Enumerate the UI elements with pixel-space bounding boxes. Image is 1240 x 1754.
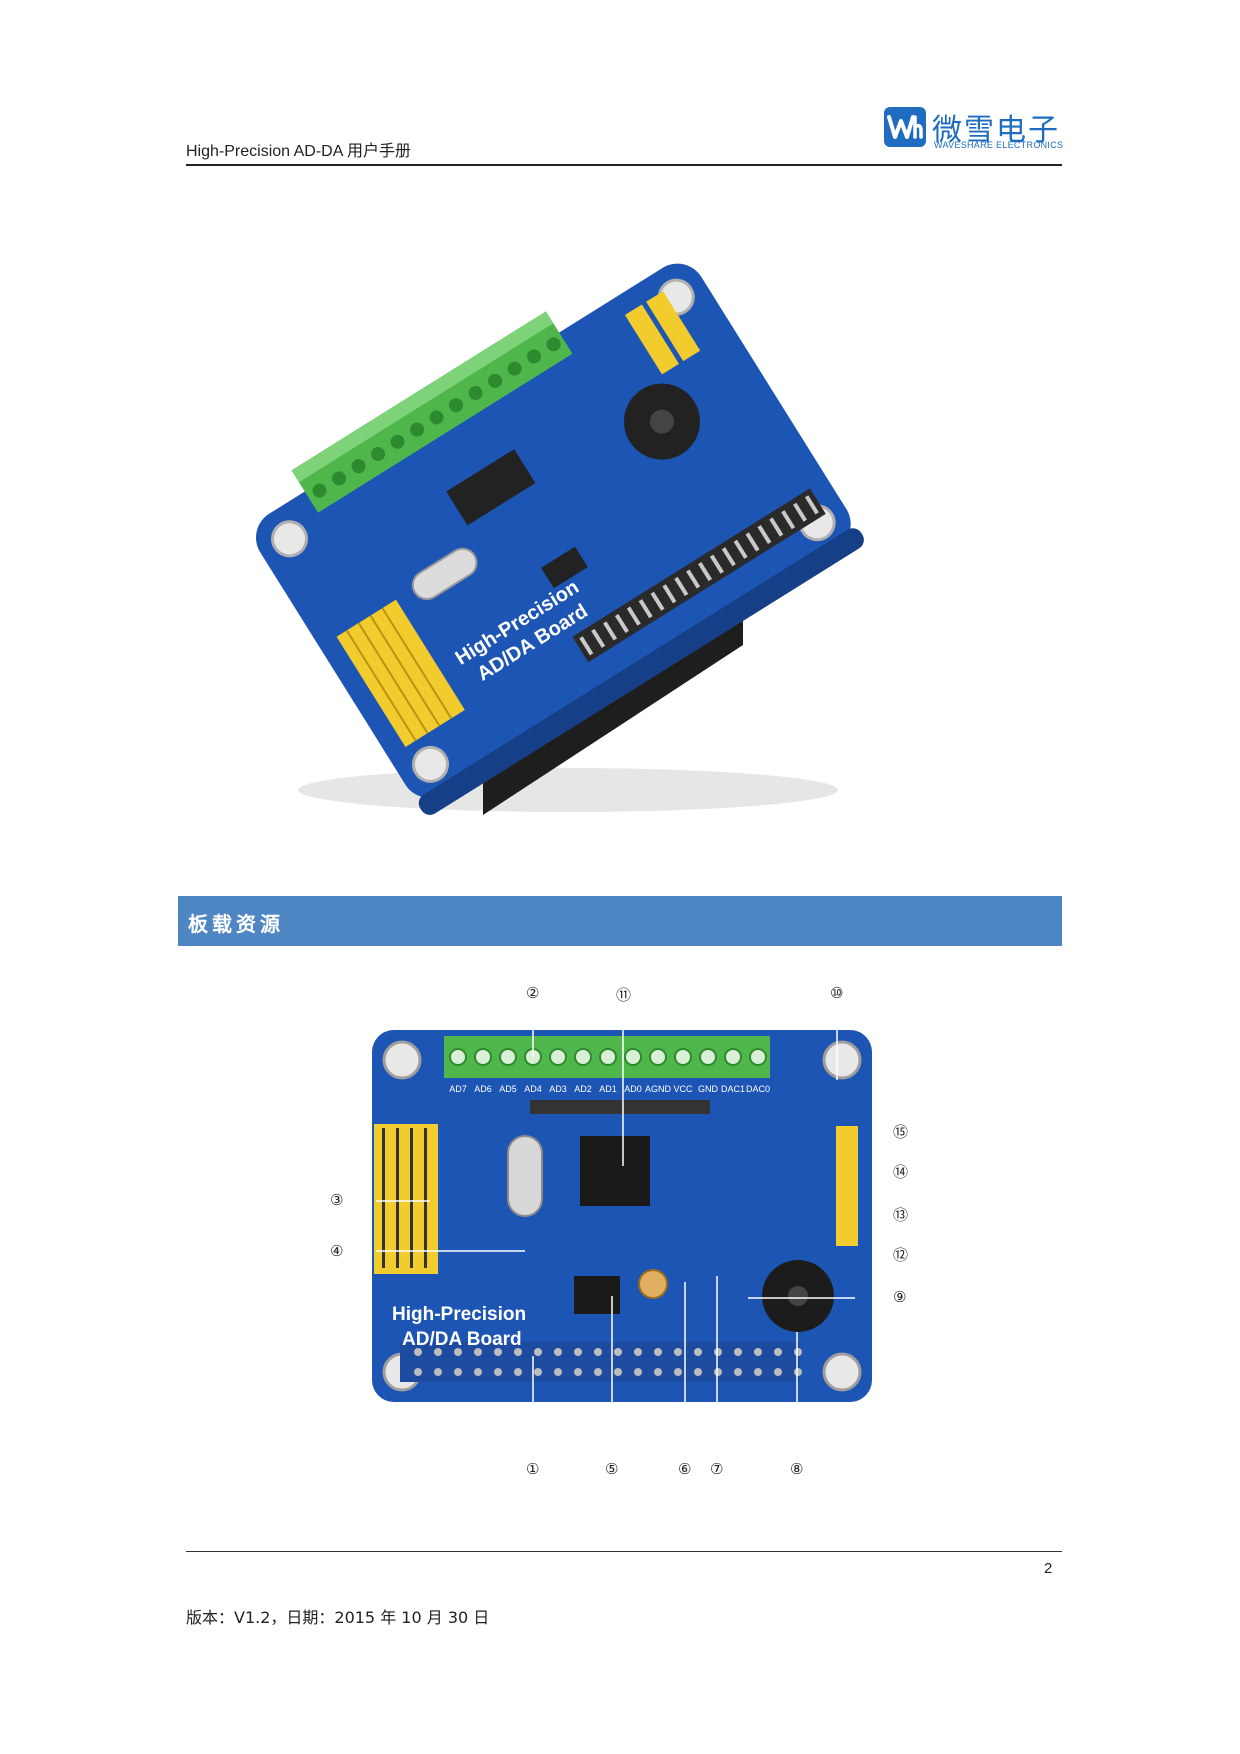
terminal-label: AD0	[624, 1084, 642, 1094]
document-title: High-Precision AD-DA 用户手册	[186, 143, 411, 160]
terminal-label: AD6	[474, 1084, 492, 1094]
logo-text-en: WAVESHARE ELECTRONICS	[934, 140, 1064, 150]
callout-3: ③	[330, 1191, 344, 1209]
board-photo-top-annotated: AD7 AD6 AD5 AD4 AD3 AD2 AD1 AD0 AGND VCC…	[330, 984, 920, 1496]
section-title: 板载资源	[188, 912, 284, 936]
callout-2: ②	[526, 984, 540, 1002]
terminal-label: DAC1	[721, 1084, 745, 1094]
section-header-bar	[178, 896, 1062, 946]
callout-8: ⑧	[790, 1460, 804, 1478]
terminal-label: VCC	[673, 1084, 693, 1094]
callout-7: ⑦	[710, 1460, 724, 1478]
terminal-label: AGND	[645, 1084, 672, 1094]
callout-11: ⑪	[616, 986, 632, 1004]
callout-9: ⑨	[893, 1288, 907, 1306]
callout-12: ⑫	[893, 1246, 909, 1264]
terminal-label: AD1	[599, 1084, 617, 1094]
terminal-label: AD7	[449, 1084, 467, 1094]
callout-6: ⑥	[678, 1460, 692, 1478]
callout-1: ①	[526, 1460, 540, 1478]
terminal-label: AD4	[524, 1084, 542, 1094]
callout-4: ④	[330, 1242, 344, 1260]
callout-10: ⑩	[830, 984, 844, 1002]
logo-text-zh: 微雪电子	[932, 113, 1060, 148]
board-photo-angled: High-Precision AD/DA Board	[238, 250, 868, 825]
header-rule	[186, 164, 1062, 166]
page-number: 2	[1044, 1560, 1053, 1577]
waveshare-logo-icon	[884, 107, 926, 147]
terminal-label: GND	[698, 1084, 719, 1094]
board-label-line1: High-Precision	[392, 1304, 526, 1325]
version-date-line: 版本：V1.2，日期：2015 年 10 月 30 日	[186, 1608, 490, 1627]
terminal-label: AD3	[549, 1084, 567, 1094]
callout-14: ⑭	[893, 1163, 909, 1181]
footer-rule	[186, 1551, 1062, 1552]
board-label-line2: AD/DA Board	[402, 1329, 522, 1350]
callout-13: ⑬	[893, 1206, 909, 1224]
terminal-label: DAC0	[746, 1084, 770, 1094]
terminal-label: AD5	[499, 1084, 517, 1094]
callout-15: ⑮	[893, 1123, 909, 1141]
callout-5: ⑤	[605, 1460, 619, 1478]
waveshare-logo: 微雪电子 WAVESHARE ELECTRONICS	[884, 107, 1064, 155]
terminal-label: AD2	[574, 1084, 592, 1094]
